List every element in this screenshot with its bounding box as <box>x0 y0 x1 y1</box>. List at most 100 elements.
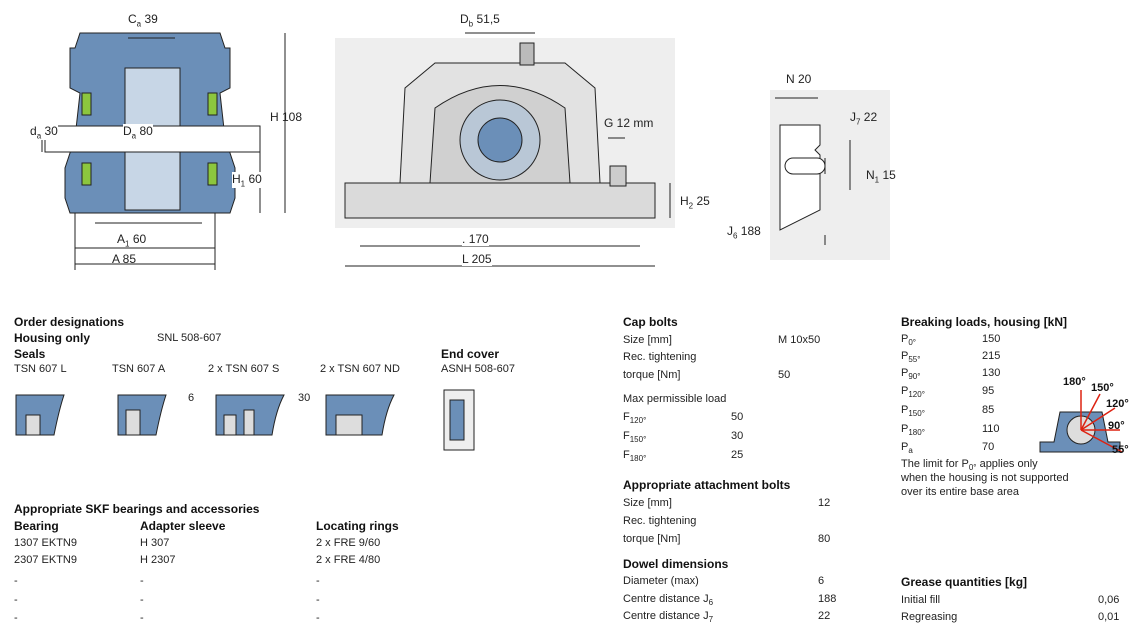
cap-load-row: F150° <box>623 430 647 445</box>
dim-h108: H 108 <box>270 110 303 124</box>
table-row: - <box>316 594 320 606</box>
dim-j170: . 170 <box>462 232 489 246</box>
table-row: - <box>14 575 18 587</box>
cap-rec-label: Rec. tightening <box>623 351 697 363</box>
table-row: H 307 <box>140 537 170 549</box>
grease-regreasing-label: Regreasing <box>901 611 958 623</box>
attachment-title: Appropriate attachment bolts <box>623 478 791 492</box>
seal-2: TSN 607 A <box>112 363 166 375</box>
breaking-value: 95 <box>982 385 995 397</box>
table-row: - <box>14 594 18 606</box>
dim-A1: A1 60 <box>117 232 147 249</box>
dim-j6: J6 188 <box>727 224 761 241</box>
dowel-title: Dowel dimensions <box>623 557 729 571</box>
dim-db: Db 51,5 <box>460 12 500 29</box>
table-row: - <box>316 612 320 624</box>
end-cover-value: ASNH 508-607 <box>441 363 515 375</box>
table-row: - <box>14 612 18 624</box>
cap-load-row: F120° <box>623 411 647 426</box>
dim-da: da 30 <box>30 124 58 141</box>
breaking-row: P90° <box>901 367 921 382</box>
dim-H1: H1 60 <box>232 172 262 189</box>
attach-rec-label: Rec. tightening <box>623 515 697 527</box>
table-row: - <box>316 575 320 587</box>
dim-n1: N1 15 <box>866 168 896 185</box>
breaking-note-2: when the housing is not supported <box>901 472 1069 484</box>
seal-dim-30: 30 <box>298 392 311 404</box>
housing-only-value: SNL 508-607 <box>157 332 222 344</box>
dowel-j7-label: Centre distance J7 <box>623 610 714 625</box>
cap-torque-label: torque [Nm] <box>623 369 681 381</box>
angle-120: 120° <box>1106 398 1129 410</box>
breaking-row: Pa <box>901 441 913 456</box>
dowel-j6-label: Centre distance J6 <box>623 593 714 608</box>
angle-150: 150° <box>1091 382 1114 394</box>
breaking-value: 215 <box>982 350 1001 362</box>
seal-dim-6: 6 <box>188 392 195 404</box>
table-row: H 2307 <box>140 554 176 566</box>
cap-size-label: Size [mm] <box>623 334 672 346</box>
grease-title: Grease quantities [kg] <box>901 575 1028 589</box>
foot-detail-drawing <box>770 90 890 260</box>
cap-load-value: 50 <box>731 411 744 423</box>
breaking-value: 150 <box>982 333 1001 345</box>
cap-load-value: 25 <box>731 449 744 461</box>
seal-4: 2 x TSN 607 ND <box>320 363 400 375</box>
dowel-diameter-value: 6 <box>818 575 825 587</box>
angle-180: 180° <box>1063 376 1086 388</box>
dowel-j7-value: 22 <box>818 610 831 622</box>
breaking-note-3: over its entire base area <box>901 486 1020 498</box>
cap-torque-value: 50 <box>778 369 791 381</box>
cap-size-value: M 10x50 <box>778 334 821 346</box>
seal-3: 2 x TSN 607 S <box>208 363 280 375</box>
seal-image-4 <box>325 394 395 436</box>
cap-load-row: F180° <box>623 449 647 464</box>
load-direction-diagram <box>1039 390 1123 453</box>
bearings-header-locating: Locating rings <box>316 519 399 533</box>
cap-maxload-label: Max permissible load <box>623 393 727 405</box>
attach-torque-value: 80 <box>818 533 831 545</box>
table-row: - <box>140 612 144 624</box>
dim-ca: Ca 39 <box>128 12 158 29</box>
seal-image-3 <box>215 394 285 436</box>
seals-label: Seals <box>14 347 46 361</box>
table-row: 2307 EKTN9 <box>14 554 77 566</box>
seal-1: TSN 607 L <box>14 363 67 375</box>
dowel-diameter-label: Diameter (max) <box>623 575 699 587</box>
breaking-row: P150° <box>901 404 925 419</box>
breaking-row: P120° <box>901 385 925 400</box>
housing-front-drawing <box>335 32 675 267</box>
seal-images <box>15 389 475 451</box>
table-row: - <box>140 594 144 606</box>
grease-regreasing-value: 0,01 <box>1098 611 1120 623</box>
end-cover-label: End cover <box>441 347 500 361</box>
table-row: 2 x FRE 9/60 <box>316 537 381 549</box>
breaking-value: 130 <box>982 367 1001 379</box>
dim-n20: N 20 <box>786 72 812 86</box>
dim-l205: L 205 <box>462 252 492 266</box>
angle-90: 90° <box>1108 420 1125 432</box>
cap-bolts-title: Cap bolts <box>623 315 678 329</box>
dim-Da: Da 80 <box>123 124 153 141</box>
breaking-note-1: The limit for P0° applies only <box>901 458 1038 473</box>
order-title: Order designations <box>14 315 125 329</box>
dim-h2: H2 25 <box>680 194 710 211</box>
bearings-header-adapter: Adapter sleeve <box>140 519 226 533</box>
seal-image-1 <box>15 394 65 436</box>
breaking-value: 110 <box>982 423 1000 435</box>
end-cover-image <box>443 389 475 451</box>
breaking-row: P0° <box>901 333 916 348</box>
attach-size-label: Size [mm] <box>623 497 672 509</box>
breaking-row: P180° <box>901 423 925 438</box>
breaking-row: P55° <box>901 350 921 365</box>
cap-load-value: 30 <box>731 430 744 442</box>
dim-g: G 12 mm <box>604 116 654 130</box>
seal-image-2 <box>117 394 167 436</box>
dim-j7: J7 22 <box>850 110 878 127</box>
breaking-value: 70 <box>982 441 995 453</box>
housing-only-label: Housing only <box>14 331 90 345</box>
breaking-title: Breaking loads, housing [kN] <box>901 315 1068 329</box>
dowel-j6-value: 188 <box>818 593 837 605</box>
table-row: - <box>140 575 144 587</box>
cross-section-drawing <box>41 32 286 270</box>
